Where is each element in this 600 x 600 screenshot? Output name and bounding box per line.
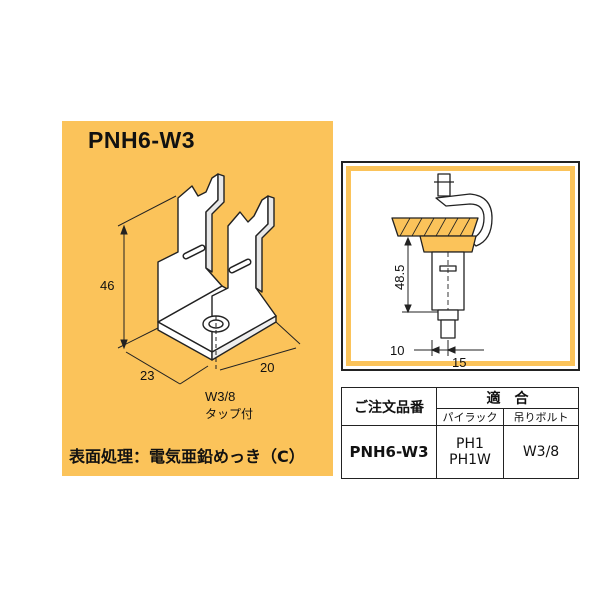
dim-line-depth (125, 351, 181, 385)
install-dim-label-left: 10 (390, 343, 404, 358)
surface-treatment: 表面処理：電気亜鉛めっき（C） (69, 447, 305, 466)
dim-label-depth: 23 (140, 368, 154, 383)
install-dim-label-height: 48.5 (392, 265, 407, 290)
row-bolt: W3/8 (503, 425, 579, 479)
dim-line-width (219, 347, 297, 371)
bracket-top (419, 235, 477, 253)
install-dim-label-right: 15 (452, 355, 466, 370)
row-order-no: PNH6-W3 (341, 425, 437, 479)
row-pipe-rack-1: PH1 (456, 436, 484, 452)
header-hanging-bolt: 吊りボルト (503, 408, 579, 426)
header-fit: 適 合 (436, 387, 579, 409)
spec-table: ご注文品番 適 合 パイラック 吊りボルト PNH6-W3 PH1 PH1W W… (341, 387, 579, 479)
dim-label-height: 46 (100, 278, 114, 293)
tap-size-label: W3/8 (205, 389, 235, 404)
hanging-bolt (440, 319, 456, 339)
dim-label-width: 20 (260, 360, 274, 375)
header-pipe-rack: パイラック (436, 408, 504, 426)
tap-note-label: タップ付 (205, 407, 253, 421)
model-title: PNH6-W3 (88, 127, 196, 153)
header-order-no: ご注文品番 (341, 387, 437, 426)
row-pipe-rack-2: PH1W (449, 452, 491, 468)
hanging-nut (437, 309, 459, 321)
clamp-bolt (437, 173, 451, 197)
row-pipe-rack: PH1 PH1W (436, 425, 504, 479)
